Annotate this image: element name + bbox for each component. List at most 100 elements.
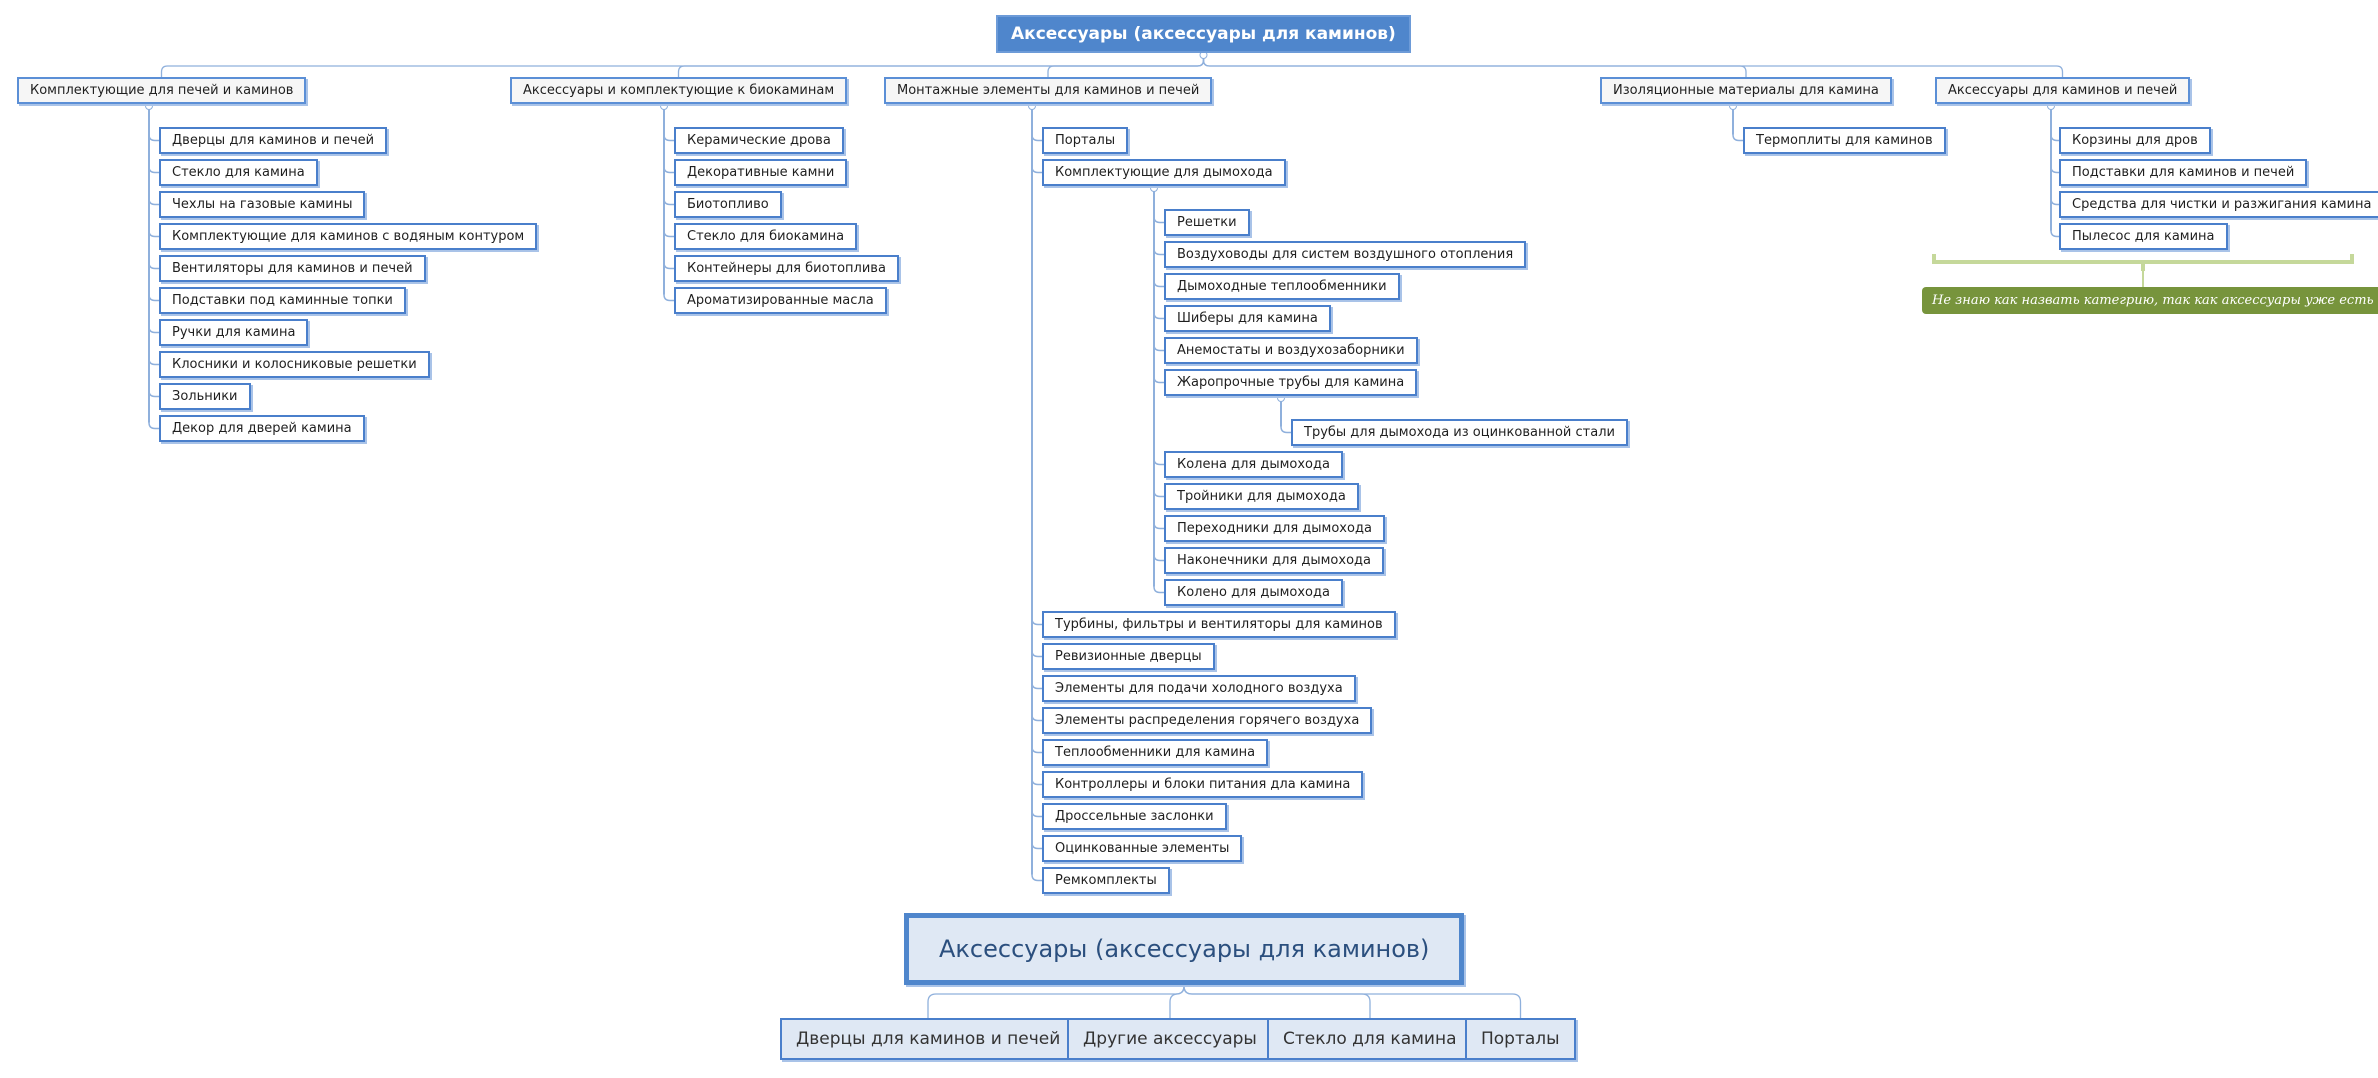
subtopic[interactable]: Контейнеры для биотоплива xyxy=(674,255,899,282)
connector-line xyxy=(663,294,674,302)
connector-line xyxy=(148,198,159,206)
subtopic[interactable]: Подставки для каминов и печей xyxy=(2059,159,2308,186)
connector-line xyxy=(1153,554,1164,562)
connector-line xyxy=(148,230,159,238)
summary-note[interactable]: Не знаю как назвать категрию, так как ак… xyxy=(1922,287,2378,314)
root-topic-2[interactable]: Аксессуары (аксессуары для каминов) xyxy=(904,913,1465,985)
connector-line xyxy=(1153,344,1164,352)
subtopic[interactable]: Элементы распределения горячего воздуха xyxy=(1042,707,1373,734)
subtopic[interactable]: Зольники xyxy=(159,383,251,410)
connector-line xyxy=(1280,426,1291,434)
connector-line xyxy=(148,166,159,174)
connector-line xyxy=(1031,842,1042,850)
subtopic[interactable]: Ручки для камина xyxy=(159,319,309,346)
subtopic[interactable]: Стекло для камина xyxy=(159,159,318,186)
subtopic[interactable]: Элементы для подачи холодного воздуха xyxy=(1042,675,1356,702)
subtopic[interactable]: Вентиляторы для каминов и печей xyxy=(159,255,426,282)
connector-line xyxy=(148,326,159,334)
subtopic-2[interactable]: Дверцы для каминов и печей xyxy=(780,1018,1077,1060)
connector-line xyxy=(1031,874,1042,882)
connector-line xyxy=(1183,985,1371,1018)
connector-line xyxy=(1153,458,1164,466)
subtopic[interactable]: Порталы xyxy=(1042,127,1129,154)
connector-line xyxy=(2050,230,2059,238)
connector-line xyxy=(1031,810,1042,818)
subtopic[interactable]: Ароматизированные масла xyxy=(674,287,887,314)
subtopic[interactable]: Комплектующие для каминов с водяным конт… xyxy=(159,223,538,250)
subtopic[interactable]: Клосники и колосниковые решетки xyxy=(159,351,430,378)
connector-line xyxy=(663,230,674,238)
subtopic-2[interactable]: Порталы xyxy=(1465,1018,1576,1060)
subtopic[interactable]: Декоративные камни xyxy=(674,159,848,186)
subtopic-2[interactable]: Стекло для камина xyxy=(1267,1018,1473,1060)
subtopic[interactable]: Дверцы для каминов и печей xyxy=(159,127,388,154)
subtopic-chimney-components[interactable]: Комплектующие для дымохода xyxy=(1042,159,1286,186)
subtopic[interactable]: Декор для дверей камина xyxy=(159,415,365,442)
branch-components-stoves-fireplaces[interactable]: Комплектующие для печей и каминов xyxy=(17,77,307,104)
subtopic[interactable]: Турбины, фильтры и вентиляторы для камин… xyxy=(1042,611,1396,638)
summary-brace xyxy=(1932,254,2354,271)
subtopic[interactable]: Стекло для биокамина xyxy=(674,223,858,250)
subtopic[interactable]: Наконечники для дымохода xyxy=(1164,547,1384,574)
subtopic[interactable]: Пылесос для камина xyxy=(2059,223,2228,250)
connector-line xyxy=(1153,312,1164,320)
subtopic[interactable]: Теплообменники для камина xyxy=(1042,739,1269,766)
subtopic[interactable]: Контроллеры и блоки питания дла камина xyxy=(1042,771,1364,798)
connector-line xyxy=(1031,746,1042,754)
connector-line xyxy=(927,985,1185,1018)
connector-line xyxy=(1153,376,1164,384)
branch-insulation-materials[interactable]: Изоляционные материалы для камина xyxy=(1600,77,1892,104)
subtopic[interactable]: Анемостаты и воздухозаборники xyxy=(1164,337,1418,364)
subtopic[interactable]: Ревизионные дверцы xyxy=(1042,643,1215,670)
connector-line xyxy=(1183,985,1522,1018)
connector-line xyxy=(1153,248,1164,256)
subtopic[interactable]: Дымоходные теплообменники xyxy=(1164,273,1400,300)
connector-line xyxy=(663,198,674,206)
subtopic[interactable]: Корзины для дров xyxy=(2059,127,2211,154)
connector-line xyxy=(148,358,159,366)
subtopic[interactable]: Ремкомплекты xyxy=(1042,867,1170,894)
subtopic[interactable]: Средства для чистки и разжигания камина xyxy=(2059,191,2378,218)
subtopic[interactable]: Шиберы для камина xyxy=(1164,305,1331,332)
subtopic[interactable]: Воздуховоды для систем воздушного отопле… xyxy=(1164,241,1527,268)
subtopic[interactable]: Тройники для дымохода xyxy=(1164,483,1359,510)
connector-line xyxy=(1153,586,1164,594)
subtopic[interactable]: Термоплиты для каминов xyxy=(1743,127,1946,154)
branch-biofireplace-accessories[interactable]: Аксессуары и комплектующие к биокаминам xyxy=(510,77,848,104)
connector-line xyxy=(1153,522,1164,530)
subtopic[interactable]: Переходники для дымохода xyxy=(1164,515,1385,542)
subtopic[interactable]: Дроссельные заслонки xyxy=(1042,803,1227,830)
connector-line xyxy=(2050,134,2059,142)
subtopic[interactable]: Колено для дымохода xyxy=(1164,579,1343,606)
subtopic[interactable]: Чехлы на газовые камины xyxy=(159,191,366,218)
connector-line xyxy=(148,422,159,430)
connector-line xyxy=(1169,985,1185,1018)
subtopic[interactable]: Колена для дымохода xyxy=(1164,451,1343,478)
connector-line xyxy=(1031,778,1042,786)
subtopic[interactable]: Оцинкованные элементы xyxy=(1042,835,1243,862)
connector-line xyxy=(1153,280,1164,288)
subtopic[interactable]: Биотопливо xyxy=(674,191,782,218)
connector-line xyxy=(1031,682,1042,690)
connector-line xyxy=(160,53,1205,77)
branch-accessories-fireplaces-stoves[interactable]: Аксессуары для каминов и печей xyxy=(1935,77,2191,104)
connector-line xyxy=(1202,53,1747,77)
subtopic-heat-resistant-pipes[interactable]: Жаропрочные трубы для камина xyxy=(1164,369,1418,396)
connector-line xyxy=(2050,166,2059,174)
connector-line xyxy=(148,262,159,270)
connector-line xyxy=(1153,490,1164,498)
root-topic[interactable]: Аксессуары (аксессуары для каминов) xyxy=(996,15,1411,53)
connector-line xyxy=(677,53,1205,77)
subtopic[interactable]: Керамические дрова xyxy=(674,127,844,154)
connector-line xyxy=(1732,134,1743,142)
connector-line xyxy=(1153,216,1164,224)
subtopic-2[interactable]: Другие аксессуары xyxy=(1067,1018,1273,1060)
subtopic[interactable]: Трубы для дымохода из оцинкованной стали xyxy=(1291,419,1628,446)
connector-line xyxy=(1047,53,1205,77)
subtopic[interactable]: Подставки под каминные топки xyxy=(159,287,406,314)
subtopic[interactable]: Решетки xyxy=(1164,209,1250,236)
connector-line xyxy=(663,262,674,270)
branch-mounting-elements[interactable]: Монтажные элементы для каминов и печей xyxy=(884,77,1213,104)
